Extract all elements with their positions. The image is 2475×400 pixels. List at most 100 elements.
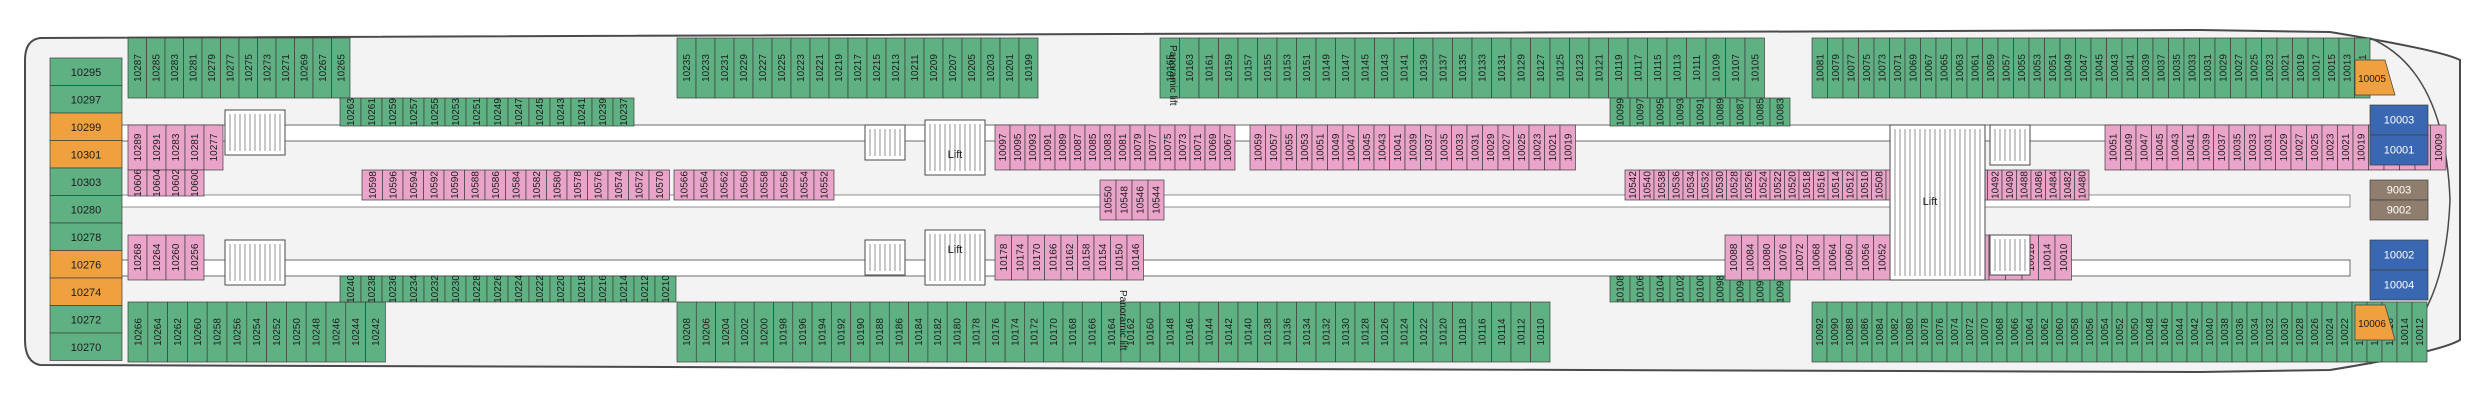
cabin-inside-top[interactable]: 10291 xyxy=(146,124,167,171)
cabin-inside-bottom[interactable]: 10056 xyxy=(1856,234,1874,281)
cabin-bottom-outer[interactable]: 10248 xyxy=(305,301,327,363)
cabin-inside-center[interactable]: 10530 xyxy=(1711,169,1727,201)
cabin-inside-center[interactable]: 10552 xyxy=(813,169,835,201)
cabin-bottom-outer[interactable]: 10166 xyxy=(1081,301,1102,363)
cabin-top-outer[interactable]: 10129 xyxy=(1510,37,1531,99)
cabin-bottom-second[interactable]: 10226 xyxy=(486,275,509,303)
cabin-inside-center[interactable]: 10534 xyxy=(1682,169,1698,201)
cabin-inside-center[interactable]: 10602 xyxy=(165,169,186,197)
cabin-top-outer[interactable]: 10117 xyxy=(1627,37,1648,99)
cabin-forward-crew[interactable]: 9003 xyxy=(2369,179,2429,201)
cabin-bottom-outer[interactable]: 10088 xyxy=(1841,301,1858,363)
cabin-bottom-outer[interactable]: 10040 xyxy=(2201,301,2218,363)
cabin-bottom-outer[interactable]: 10254 xyxy=(246,301,267,363)
cabin-top-outer[interactable]: 10019 xyxy=(2292,37,2309,99)
cabin-inside-center[interactable]: 10486 xyxy=(2030,169,2046,201)
cabin-top-outer[interactable]: 10269 xyxy=(294,37,314,99)
cabin-top-outer[interactable]: 10021 xyxy=(2276,37,2293,99)
cabin-inside-center[interactable]: 10544 xyxy=(1147,179,1165,221)
cabin-bottom-outer[interactable]: 10246 xyxy=(325,301,347,363)
cabin-bottom-outer[interactable]: 10044 xyxy=(2171,301,2188,363)
cabin-inside-bottom[interactable]: 10260 xyxy=(165,234,186,281)
cabin-top-second[interactable]: 10085 xyxy=(1749,97,1771,127)
cabin-bottom-outer[interactable]: 10144 xyxy=(1198,301,1219,363)
cabin-inside-bottom[interactable]: 10068 xyxy=(1807,234,1825,281)
cabin-bottom-outer[interactable]: 10128 xyxy=(1354,301,1375,363)
cabin-bottom-outer[interactable]: 10202 xyxy=(734,301,755,363)
cabin-top-outer[interactable]: 10029 xyxy=(2214,37,2231,99)
cabin-bottom-second[interactable]: 10104 xyxy=(1649,275,1671,303)
cabin-inside-center[interactable]: 10482 xyxy=(2059,169,2075,201)
cabin-bottom-outer[interactable]: 10178 xyxy=(966,301,987,363)
cabin-bottom-outer[interactable]: 10266 xyxy=(127,301,149,363)
cabin-top-outer[interactable]: 10141 xyxy=(1393,37,1414,99)
cabin-top-outer[interactable]: 10025 xyxy=(2245,37,2262,99)
cabin-inside-center[interactable]: 10558 xyxy=(753,169,775,201)
cabin-bottom-outer[interactable]: 10050 xyxy=(2126,301,2143,363)
cabin-top-outer[interactable]: 10279 xyxy=(201,37,221,99)
cabin-inside-top[interactable]: 10089 xyxy=(1054,124,1071,171)
cabin-aft[interactable]: 10272 xyxy=(49,305,123,334)
cabin-bottom-outer[interactable]: 10124 xyxy=(1393,301,1414,363)
cabin-inside-top[interactable]: 10045 xyxy=(1358,124,1375,171)
cabin-inside-center[interactable]: 10492 xyxy=(1987,169,2003,201)
cabin-inside-top[interactable]: 10033 xyxy=(1451,124,1468,171)
cabin-inside-top[interactable]: 10021 xyxy=(1544,124,1561,171)
cabin-bottom-outer[interactable]: 10014 xyxy=(2396,301,2413,363)
cabin-top-outer[interactable]: 10071 xyxy=(1889,37,1906,99)
cabin-inside-center[interactable]: 10512 xyxy=(1842,169,1858,201)
cabin-inside-top[interactable]: 10037 xyxy=(1420,124,1437,171)
cabin-top-outer[interactable]: 10235 xyxy=(676,37,697,99)
cabin-bottom-outer[interactable]: 10054 xyxy=(2096,301,2113,363)
cabin-inside-center[interactable]: 10484 xyxy=(2045,169,2061,201)
cabin-inside-top[interactable]: 10045 xyxy=(2151,124,2168,171)
cabin-inside-bottom[interactable]: 10072 xyxy=(1790,234,1808,281)
cabin-top-second[interactable]: 10241 xyxy=(570,97,593,127)
cabin-inside-top[interactable]: 10097 xyxy=(994,124,1011,171)
cabin-inside-top[interactable]: 10051 xyxy=(2104,124,2121,171)
cabin-inside-top[interactable]: 10081 xyxy=(1114,124,1131,171)
cabin-top-outer[interactable]: 10157 xyxy=(1237,37,1258,99)
cabin-bottom-outer[interactable]: 10130 xyxy=(1335,301,1356,363)
cabin-inside-center[interactable]: 10488 xyxy=(2016,169,2032,201)
cabin-top-outer[interactable]: 10149 xyxy=(1315,37,1336,99)
cabin-top-second[interactable]: 10245 xyxy=(528,97,551,127)
cabin-top-second[interactable]: 10237 xyxy=(612,97,635,127)
cabin-bottom-outer[interactable]: 10116 xyxy=(1471,301,1492,363)
cabin-top-second[interactable]: 10247 xyxy=(507,97,530,127)
cabin-bottom-outer[interactable]: 10168 xyxy=(1062,301,1083,363)
cabin-bottom-outer[interactable]: 10092 xyxy=(1811,301,1828,363)
cabin-inside-center[interactable]: 10490 xyxy=(2001,169,2017,201)
cabin-bottom-outer[interactable]: 10042 xyxy=(2186,301,2203,363)
cabin-bottom-outer[interactable]: 10264 xyxy=(147,301,168,363)
cabin-bottom-second[interactable]: 10234 xyxy=(402,275,425,303)
cabin-bottom-outer[interactable]: 10180 xyxy=(946,301,967,363)
cabin-bottom-outer[interactable]: 10206 xyxy=(695,301,716,363)
cabin-inside-top[interactable]: 10041 xyxy=(1389,124,1406,171)
cabin-top-second[interactable]: 10089 xyxy=(1709,97,1731,127)
cabin-inside-center[interactable]: 10564 xyxy=(693,169,715,201)
cabin-bottom-outer[interactable]: 10030 xyxy=(2276,301,2293,363)
cabin-top-outer[interactable]: 10217 xyxy=(847,37,868,99)
cabin-top-outer[interactable]: 10153 xyxy=(1276,37,1297,99)
cabin-top-outer[interactable]: 10067 xyxy=(1920,37,1937,99)
cabin-inside-top[interactable]: 10277 xyxy=(203,124,224,171)
cabin-inside-top[interactable]: 10027 xyxy=(2290,124,2307,171)
cabin-top-outer[interactable]: 10073 xyxy=(1873,37,1890,99)
cabin-bottom-second[interactable]: 10102 xyxy=(1669,275,1691,303)
cabin-inside-center[interactable]: 10554 xyxy=(793,169,815,201)
cabin-top-outer[interactable]: 10155 xyxy=(1257,37,1278,99)
cabin-top-outer[interactable]: 10223 xyxy=(790,37,811,99)
cabin-inside-center[interactable]: 10578 xyxy=(566,169,588,201)
cabin-inside-center[interactable]: 10518 xyxy=(1798,169,1814,201)
cabin-forward-suite[interactable]: 10002 xyxy=(2369,239,2429,271)
cabin-bottom-outer[interactable]: 10182 xyxy=(927,301,948,363)
cabin-bottom-outer[interactable]: 10196 xyxy=(792,301,813,363)
cabin-inside-top[interactable]: 10029 xyxy=(2275,124,2292,171)
cabin-bottom-outer[interactable]: 10258 xyxy=(206,301,228,363)
cabin-top-outer[interactable]: 10199 xyxy=(1018,37,1039,99)
cabin-inside-center[interactable]: 10510 xyxy=(1856,169,1872,201)
cabin-forward-wedge[interactable]: 10006 xyxy=(2354,304,2396,341)
cabin-bottom-outer[interactable]: 10064 xyxy=(2021,301,2038,363)
cabin-aft[interactable]: 10270 xyxy=(49,332,123,361)
